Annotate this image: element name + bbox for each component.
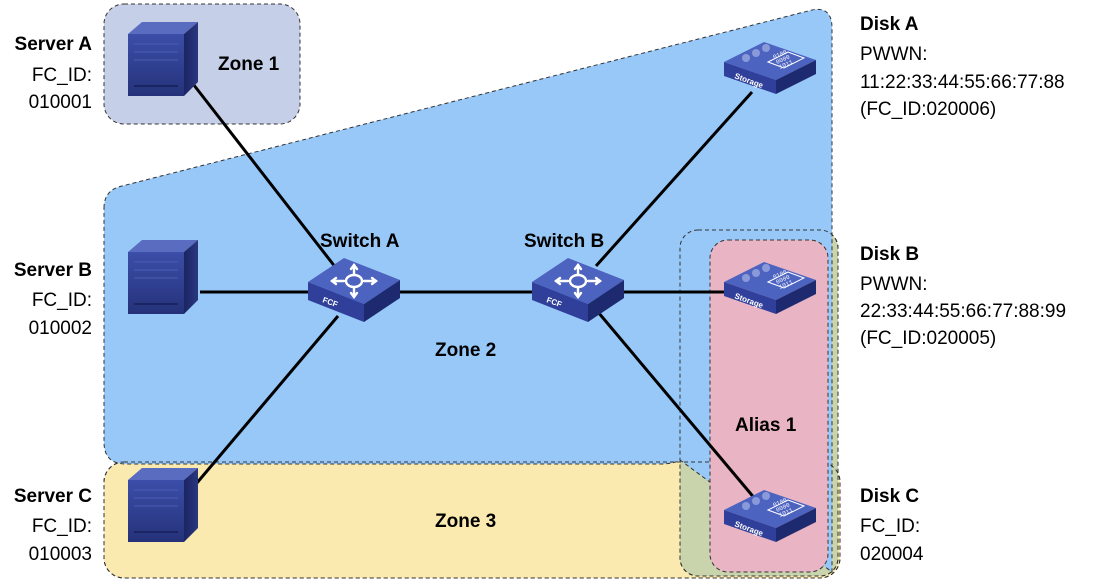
server-b-name: Server B (14, 260, 92, 281)
server-b-fc-label: FC_ID: (32, 290, 92, 311)
server-c-fc-value: 010003 (29, 544, 92, 565)
disk-c-line1: FC_ID: (860, 516, 920, 537)
disk-b-line2: 22:33:44:55:66:77:88:99 (860, 301, 1066, 322)
server-a-fc-label: FC_ID: (32, 65, 92, 86)
server-b-fc-value: 010002 (29, 318, 92, 339)
alias-1-area (709, 239, 829, 573)
disk-c-caption: Disk C FC_ID: 020004 (860, 486, 924, 565)
disk-a-caption: Disk A PWWN: 11:22:33:44:55:66:77:88 (FC… (860, 14, 1065, 120)
disk-b-caption: Disk B PWWN: 22:33:44:55:66:77:88:99 (FC… (860, 244, 1066, 349)
server-b-caption: Server B FC_ID: 010002 (14, 260, 92, 339)
server-c-name: Server C (14, 486, 92, 507)
disk-a-name: Disk A (860, 14, 919, 35)
alias-1-label: Alias 1 (735, 415, 797, 436)
disk-b-name: Disk B (860, 244, 919, 265)
disk-b-line1: PWWN: (860, 274, 928, 295)
switch-b-label: Switch B (524, 231, 604, 252)
disk-b-line3: (FC_ID:020005) (860, 328, 996, 349)
disk-a-line2: 11:22:33:44:55:66:77:88 (860, 72, 1065, 93)
disk-c-name: Disk C (860, 486, 919, 507)
server-a-fc-value: 010001 (29, 92, 92, 113)
zone-2-label: Zone 2 (435, 340, 496, 361)
server-a-name: Server A (15, 34, 93, 55)
server-b-icon (127, 239, 199, 315)
link-server-a-switch-a (188, 79, 338, 269)
disk-a-line1: PWWN: (860, 44, 928, 65)
server-c-fc-label: FC_ID: (32, 516, 92, 537)
link-server-c-switch-a (194, 315, 340, 485)
zone-3-label: Zone 3 (435, 511, 496, 532)
disk-c-line2: 020004 (860, 544, 924, 565)
switch-a-label: Switch A (320, 231, 400, 252)
server-c-caption: Server C FC_ID: 010003 (14, 486, 92, 565)
links-layer (188, 79, 758, 501)
switch-a-icon: FCF (306, 256, 402, 324)
server-a-caption: Server A FC_ID: 010001 (15, 34, 93, 113)
switch-b-icon: FCF (530, 256, 626, 324)
link-switch-b-disk-a (594, 90, 754, 268)
link-switch-b-disk-c (596, 311, 758, 501)
server-a-icon (127, 21, 199, 97)
disk-a-line3: (FC_ID:020006) (860, 99, 996, 120)
zone-1-label: Zone 1 (218, 54, 280, 75)
server-c-icon (127, 467, 199, 543)
